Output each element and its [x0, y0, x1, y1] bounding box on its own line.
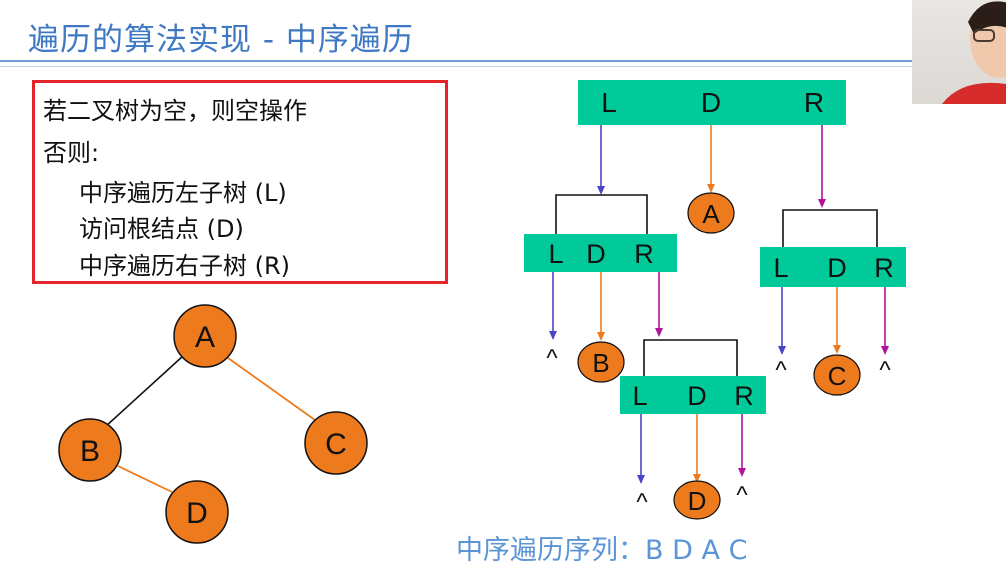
inorder-sequence-label: 中序遍历序列： [456, 535, 645, 566]
ldr-recursion: L D R A L D R L D R [524, 80, 906, 520]
rule-empty-tree: 若二叉树为空，则空操作 [43, 97, 307, 125]
visited-node-d: D [673, 480, 721, 520]
visited-d-label: D [688, 486, 707, 516]
tree-node-b: B [58, 418, 122, 482]
null-d-left: ^ [636, 489, 648, 516]
ldr-root-d: D [701, 87, 721, 118]
tree-node-d-label: D [186, 497, 208, 530]
title-underline-thin [0, 66, 912, 67]
inorder-sequence: 中序遍历序列：B D A C [456, 528, 747, 567]
edge-a-c [227, 357, 316, 421]
ldr-d-r: R [734, 381, 754, 411]
ldr-c-r: R [874, 253, 894, 283]
null-c-right: ^ [879, 357, 891, 384]
tree-node-a-label: A [195, 321, 215, 354]
title-underline [0, 60, 912, 62]
visited-b-label: B [592, 348, 609, 378]
tree-node-a: A [173, 304, 237, 368]
ldr-b-d: D [586, 239, 606, 269]
tree-node-d: D [165, 480, 229, 544]
algorithm-rule-box: 若二叉树为空，则空操作 否则: 中序遍历左子树 (L) 访问根结点 (D) 中序… [32, 80, 448, 284]
bracket-d-subtree [643, 339, 738, 376]
visited-c-label: C [828, 361, 847, 391]
rule-visit-root: 访问根结点 (D) [79, 215, 244, 243]
sequence-item: D [672, 535, 693, 566]
tree-node-b-label: B [80, 435, 100, 468]
ldr-c-d: D [827, 253, 847, 283]
ldr-b-l: L [548, 239, 563, 269]
ldr-box-root: L D R [578, 80, 846, 125]
ldr-d-l: L [632, 381, 647, 411]
null-d-right: ^ [736, 482, 748, 509]
sequence-item: A [701, 535, 720, 566]
ldr-root-l: L [601, 87, 617, 118]
visited-node-a: A [687, 192, 735, 234]
null-c-left: ^ [775, 357, 787, 384]
ldr-root-r: R [804, 87, 824, 118]
bracket-right-subtree [782, 209, 878, 247]
presenter-image [942, 1, 1006, 104]
tree-node-c: C [304, 411, 368, 475]
rule-traverse-left: 中序遍历左子树 (L) [79, 179, 287, 207]
edge-b-d [117, 465, 173, 493]
ldr-b-r: R [634, 239, 654, 269]
ldr-d-d: D [687, 381, 707, 411]
rule-traverse-right: 中序遍历右子树 (R) [79, 252, 291, 280]
ldr-box-c: L D R [760, 247, 906, 287]
page-title: 遍历的算法实现 - 中序遍历 [28, 22, 414, 58]
rule-otherwise: 否则: [43, 139, 100, 167]
ldr-box-b: L D R [524, 234, 677, 272]
edge-a-b [104, 355, 184, 428]
null-b-left: ^ [546, 345, 558, 372]
binary-tree: A B C D [58, 304, 368, 544]
ldr-box-d: L D R [620, 376, 766, 414]
visited-node-c: C [813, 354, 861, 396]
visited-a-label: A [702, 199, 720, 229]
sequence-item: C [728, 535, 748, 566]
sequence-item: B [645, 535, 664, 566]
presenter-webcam [912, 0, 1006, 104]
ldr-c-l: L [773, 253, 788, 283]
bracket-left-subtree [555, 194, 648, 234]
visited-node-b: B [577, 341, 625, 383]
tree-node-c-label: C [325, 428, 347, 461]
